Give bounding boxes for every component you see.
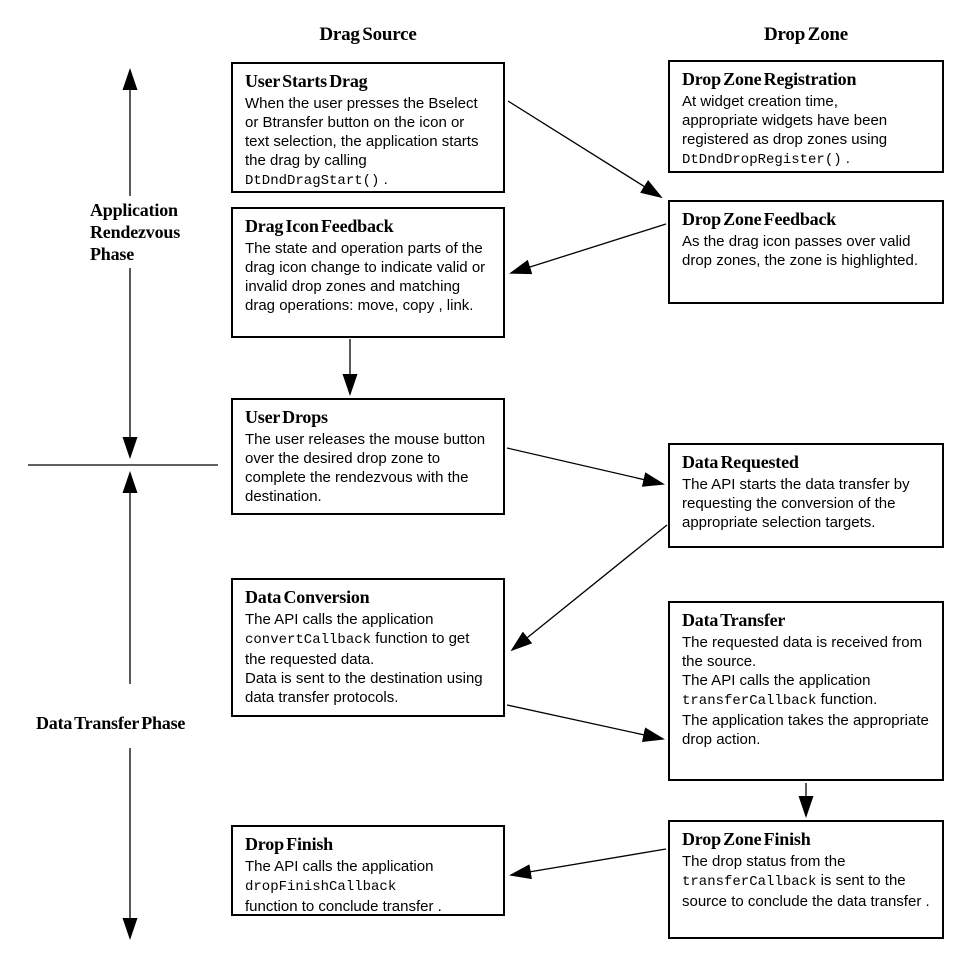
box-user-starts-drag: User Starts Drag When the user presses t… (231, 62, 505, 193)
column-header-drop-zone: Drop Zone (763, 24, 848, 45)
box-drop-zone-finish: Drop Zone Finish The drop status from th… (668, 820, 944, 939)
box-body-data-transfer: The requested data is received from the … (682, 634, 929, 748)
arrow-data-requested-to-data-conversion (510, 524, 668, 652)
arrow-drop-zone-feedback-to-drag-icon-feedback (509, 223, 667, 275)
box-title-user-drops: User Drops (245, 407, 328, 427)
box-drop-zone-feedback: Drop Zone Feedback As the drag icon pass… (668, 200, 944, 304)
box-title-data-transfer: Data Transfer (682, 610, 786, 630)
phase-label-application-rendezvous: Application Rendezvous Phase (90, 200, 181, 264)
box-title-drop-zone-registration: Drop Zone Registration (682, 69, 857, 89)
box-data-conversion: Data Conversion The API calls the applic… (231, 578, 505, 717)
box-body-user-drops: The user releases the mouse button over … (245, 431, 486, 505)
box-body-drag-icon-feedback: The state and operation parts of the dra… (245, 240, 486, 314)
box-body-drop-zone-registration: At widget creation time, appropriate wid… (682, 93, 888, 168)
arrow-data-conversion-to-data-transfer (506, 704, 665, 743)
box-drag-icon-feedback: Drag Icon Feedback The state and operati… (231, 207, 505, 338)
box-body-drop-zone-finish: The drop status from the transferCallbac… (682, 853, 930, 910)
box-body-data-conversion: The API calls the application convertCal… (245, 611, 483, 706)
box-title-data-conversion: Data Conversion (245, 587, 370, 607)
box-body-drop-finish: The API calls the application dropFinish… (245, 858, 442, 915)
box-data-requested: Data Requested The API starts the data t… (668, 443, 944, 548)
box-title-data-requested: Data Requested (682, 452, 799, 472)
box-body-data-requested: The API starts the data transfer by requ… (682, 476, 910, 531)
phase-label-data-transfer: Data Transfer Phase (36, 713, 186, 733)
box-title-user-starts-drag: User Starts Drag (245, 71, 368, 91)
column-header-drag-source: Drag Source (319, 24, 417, 45)
box-title-drop-finish: Drop Finish (245, 834, 333, 854)
arrow-drop-zone-finish-to-drop-finish (509, 848, 667, 880)
box-title-drag-icon-feedback: Drag Icon Feedback (245, 216, 394, 236)
box-body-drop-zone-feedback: As the drag icon passes over valid drop … (682, 233, 918, 269)
box-drop-zone-registration: Drop Zone Registration At widget creatio… (668, 60, 944, 173)
arrow-user-starts-drag-to-drop-zone-feedback (507, 100, 663, 199)
box-body-user-starts-drag: When the user presses the Bselect or Btr… (245, 95, 479, 189)
box-user-drops: User Drops The user releases the mouse b… (231, 398, 505, 515)
box-data-transfer: Data Transfer The requested data is rece… (668, 601, 944, 781)
box-title-drop-zone-finish: Drop Zone Finish (682, 829, 811, 849)
arrow-user-drops-to-data-requested (506, 447, 665, 487)
box-drop-finish: Drop Finish The API calls the applicatio… (231, 825, 505, 916)
box-title-drop-zone-feedback: Drop Zone Feedback (682, 209, 837, 229)
